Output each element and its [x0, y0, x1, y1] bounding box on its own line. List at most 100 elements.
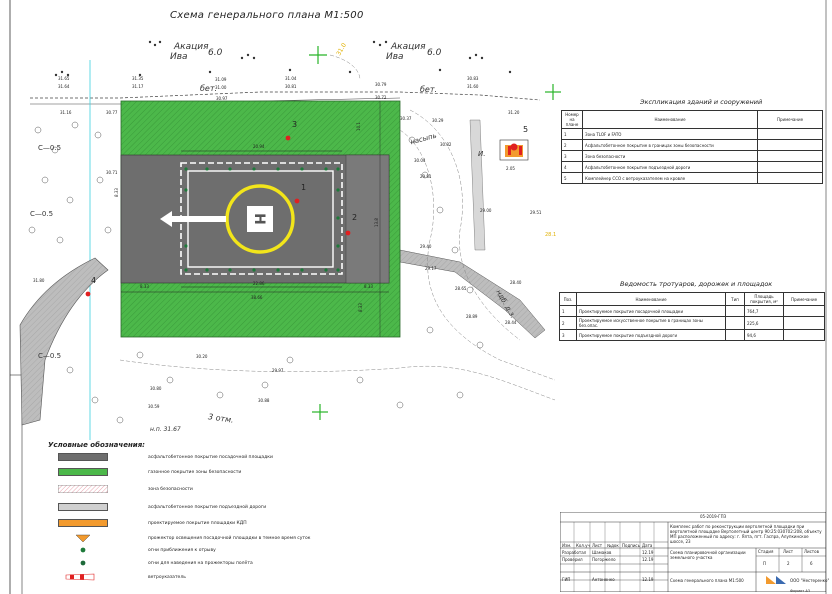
table-cell	[757, 128, 823, 140]
elevation: 31.35	[132, 76, 144, 81]
table1-header: Номер на плане	[561, 110, 583, 129]
elevation: 28.44	[505, 320, 517, 325]
table-cell: 2	[559, 316, 577, 330]
stamp-sheets: 6	[810, 561, 813, 566]
legend-item: газонное покрытие зоны безопасности	[58, 467, 241, 477]
stamp-stage-h: Стадия	[758, 549, 774, 554]
table-cell: Зона TLOF и FATO	[582, 128, 758, 140]
table-cell: 5	[561, 172, 583, 184]
elevation: 29.81	[420, 174, 432, 179]
light-green-icon	[80, 547, 86, 553]
dim-total: 38.66	[251, 295, 263, 300]
surfaces-table: Поз. Наименование Тип Площадь покрытия, …	[559, 292, 825, 341]
stamp-sheet: 2	[787, 561, 790, 566]
elevation: 30.82	[440, 142, 452, 147]
elevation: 30.83	[467, 76, 479, 81]
legend-label: прожектор освещения посадочной площадки …	[148, 535, 311, 541]
table-cell	[725, 316, 745, 330]
table-cell: 1	[559, 305, 577, 317]
table1-title: Экспликация зданий и сооружений	[640, 98, 763, 106]
dim-inner: 22.86	[253, 281, 265, 286]
table-cell	[725, 305, 745, 317]
elevation: 31.20	[508, 110, 520, 115]
stamp-person-date: 12.19	[642, 557, 654, 562]
elevation: 31.65	[58, 76, 70, 81]
elevation: 30.29	[432, 118, 444, 123]
callout-5: 5	[523, 125, 529, 134]
table2-header: Тип	[725, 292, 745, 306]
legend-item: огни приближения к отрыву	[58, 545, 216, 555]
table-cell	[757, 161, 823, 173]
tlof-circle	[225, 184, 295, 254]
map-label-acacia: Акация	[391, 42, 426, 52]
elevation: 31.60	[467, 84, 479, 89]
legend-swatch-road	[58, 503, 108, 511]
table-cell: Проектируемое покрытие подъездной дороги	[576, 329, 726, 341]
legend-label: асфальтобетонное покрытие подъездной дор…	[148, 504, 267, 510]
legend-swatch-pad	[58, 453, 108, 461]
elevation: 28.89	[466, 314, 478, 319]
elevation: 31.80	[33, 278, 45, 283]
map-label-tree: Ива	[170, 52, 188, 62]
table-cell	[757, 150, 823, 162]
map-label-tree: Ива	[386, 52, 404, 62]
buildings-table: Номер на плане Наименование Примечание 1…	[561, 110, 823, 184]
table-cell: 94,6	[744, 329, 784, 341]
windsock-icon	[65, 573, 95, 581]
stamp-person-role: ГИП	[562, 577, 571, 582]
stamp-org: ООО "Нестеренко"	[790, 578, 830, 583]
table-cell	[725, 329, 745, 341]
table-cell: 764,7	[744, 305, 784, 317]
table-cell: 3	[559, 329, 577, 341]
legend-label: ветроуказатель	[148, 574, 186, 580]
svg-text:H: H	[251, 213, 267, 225]
stamp-format: Формат А3	[790, 589, 810, 593]
legend-item: зона безопасности	[58, 484, 193, 494]
callout-1: 1	[301, 183, 307, 192]
dim-side: 13.8	[373, 218, 379, 227]
map-label-c: С—0.5	[38, 144, 62, 152]
legend-label: огни для наведения на прожекторы полёта	[148, 560, 253, 566]
stamp-desc: Комплекс работ по реконструкции вертолет…	[670, 524, 822, 544]
legend-item: асфальтобетонное покрытие посадочной пло…	[58, 452, 273, 462]
stamp-person-role: Разработал	[562, 550, 587, 555]
legend-swatch-green	[58, 468, 108, 476]
stamp-person-name: Погоржело	[592, 557, 616, 562]
legend-item: огни для наведения на прожекторы полёта	[58, 558, 253, 568]
callout-3: 3	[292, 120, 298, 129]
table-cell: 4	[561, 161, 583, 173]
legend-label: зона безопасности	[148, 486, 193, 492]
table-cell: Комплейнер ССО с ветроуказателем на кров…	[582, 172, 758, 184]
table2-header: Площадь покрытия, м²	[744, 292, 784, 306]
legend-item: прожектор освещения посадочной площадки …	[58, 533, 310, 543]
stamp-person-role: Проверил	[562, 557, 583, 562]
dim-top: 20.94	[253, 144, 265, 149]
map-label-pp: н.п. 31.67	[150, 426, 181, 433]
elevation: 31.09	[215, 77, 227, 82]
elevation: 30.71	[106, 170, 118, 175]
map-label-c: С—0.5	[38, 352, 62, 360]
elevation: 30.97	[216, 96, 228, 101]
map-label-bet: бет.	[420, 85, 438, 94]
map-label-acacia: Акация	[174, 42, 209, 52]
stamp-role: №док	[607, 543, 619, 548]
elevation: 30.72	[375, 95, 387, 100]
stamp-person-name: Антоненко	[592, 577, 615, 582]
table2-header: Примечание	[783, 292, 825, 306]
legend-item: ветроуказатель	[58, 572, 186, 582]
table-cell	[783, 305, 825, 317]
table2-header: Поз.	[559, 292, 577, 306]
elevation: 30.37	[400, 116, 412, 121]
elevation: 30.79	[375, 82, 387, 87]
map-label-i: И.	[478, 150, 486, 158]
stamp-person-date: 12.19	[642, 550, 654, 555]
legend-title: Условные обозначения:	[48, 441, 145, 449]
elevation: 28.65	[455, 286, 467, 291]
elevation: 29.97	[272, 368, 284, 373]
